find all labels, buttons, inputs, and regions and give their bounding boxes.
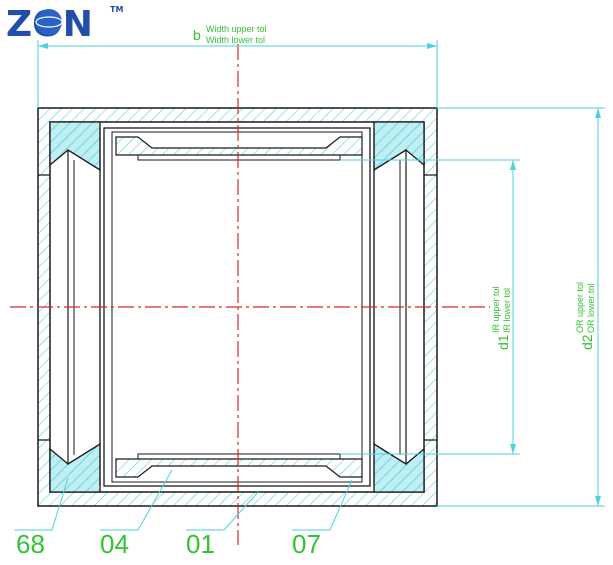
leader-lines [14,469,353,531]
part-label-68: 68 [16,529,45,559]
company-logo: ZON TM [6,4,123,44]
width-lower-tol: Width lower tol [206,35,265,45]
outer-upper-tol: OR upper tol [575,282,585,333]
width-symbol: b [193,27,201,43]
part-label-04: 04 [100,529,129,559]
outer-symbol: d2 [579,334,595,350]
logo-trademark: TM [110,5,123,14]
inner-diameter-dimension: d1 IR upper tol IR lower tol [340,159,520,455]
width-dimension: b Width upper tol Width lower tol [37,24,438,108]
logo-globe-icon [36,9,62,35]
inner-symbol: d1 [495,334,511,350]
outer-diameter-dimension: d2 OR upper tol OR lower tol [437,107,605,507]
inner-lower-tol: IR lower tol [502,288,512,333]
outer-lower-tol: OR lower tol [586,283,596,333]
logo-globe-ring [35,16,63,28]
inner-upper-tol: IR upper tol [491,286,501,333]
width-upper-tol: Width upper tol [206,24,267,34]
part-label-07: 07 [292,529,321,559]
part-label-01: 01 [186,529,215,559]
left-seal [49,121,101,493]
